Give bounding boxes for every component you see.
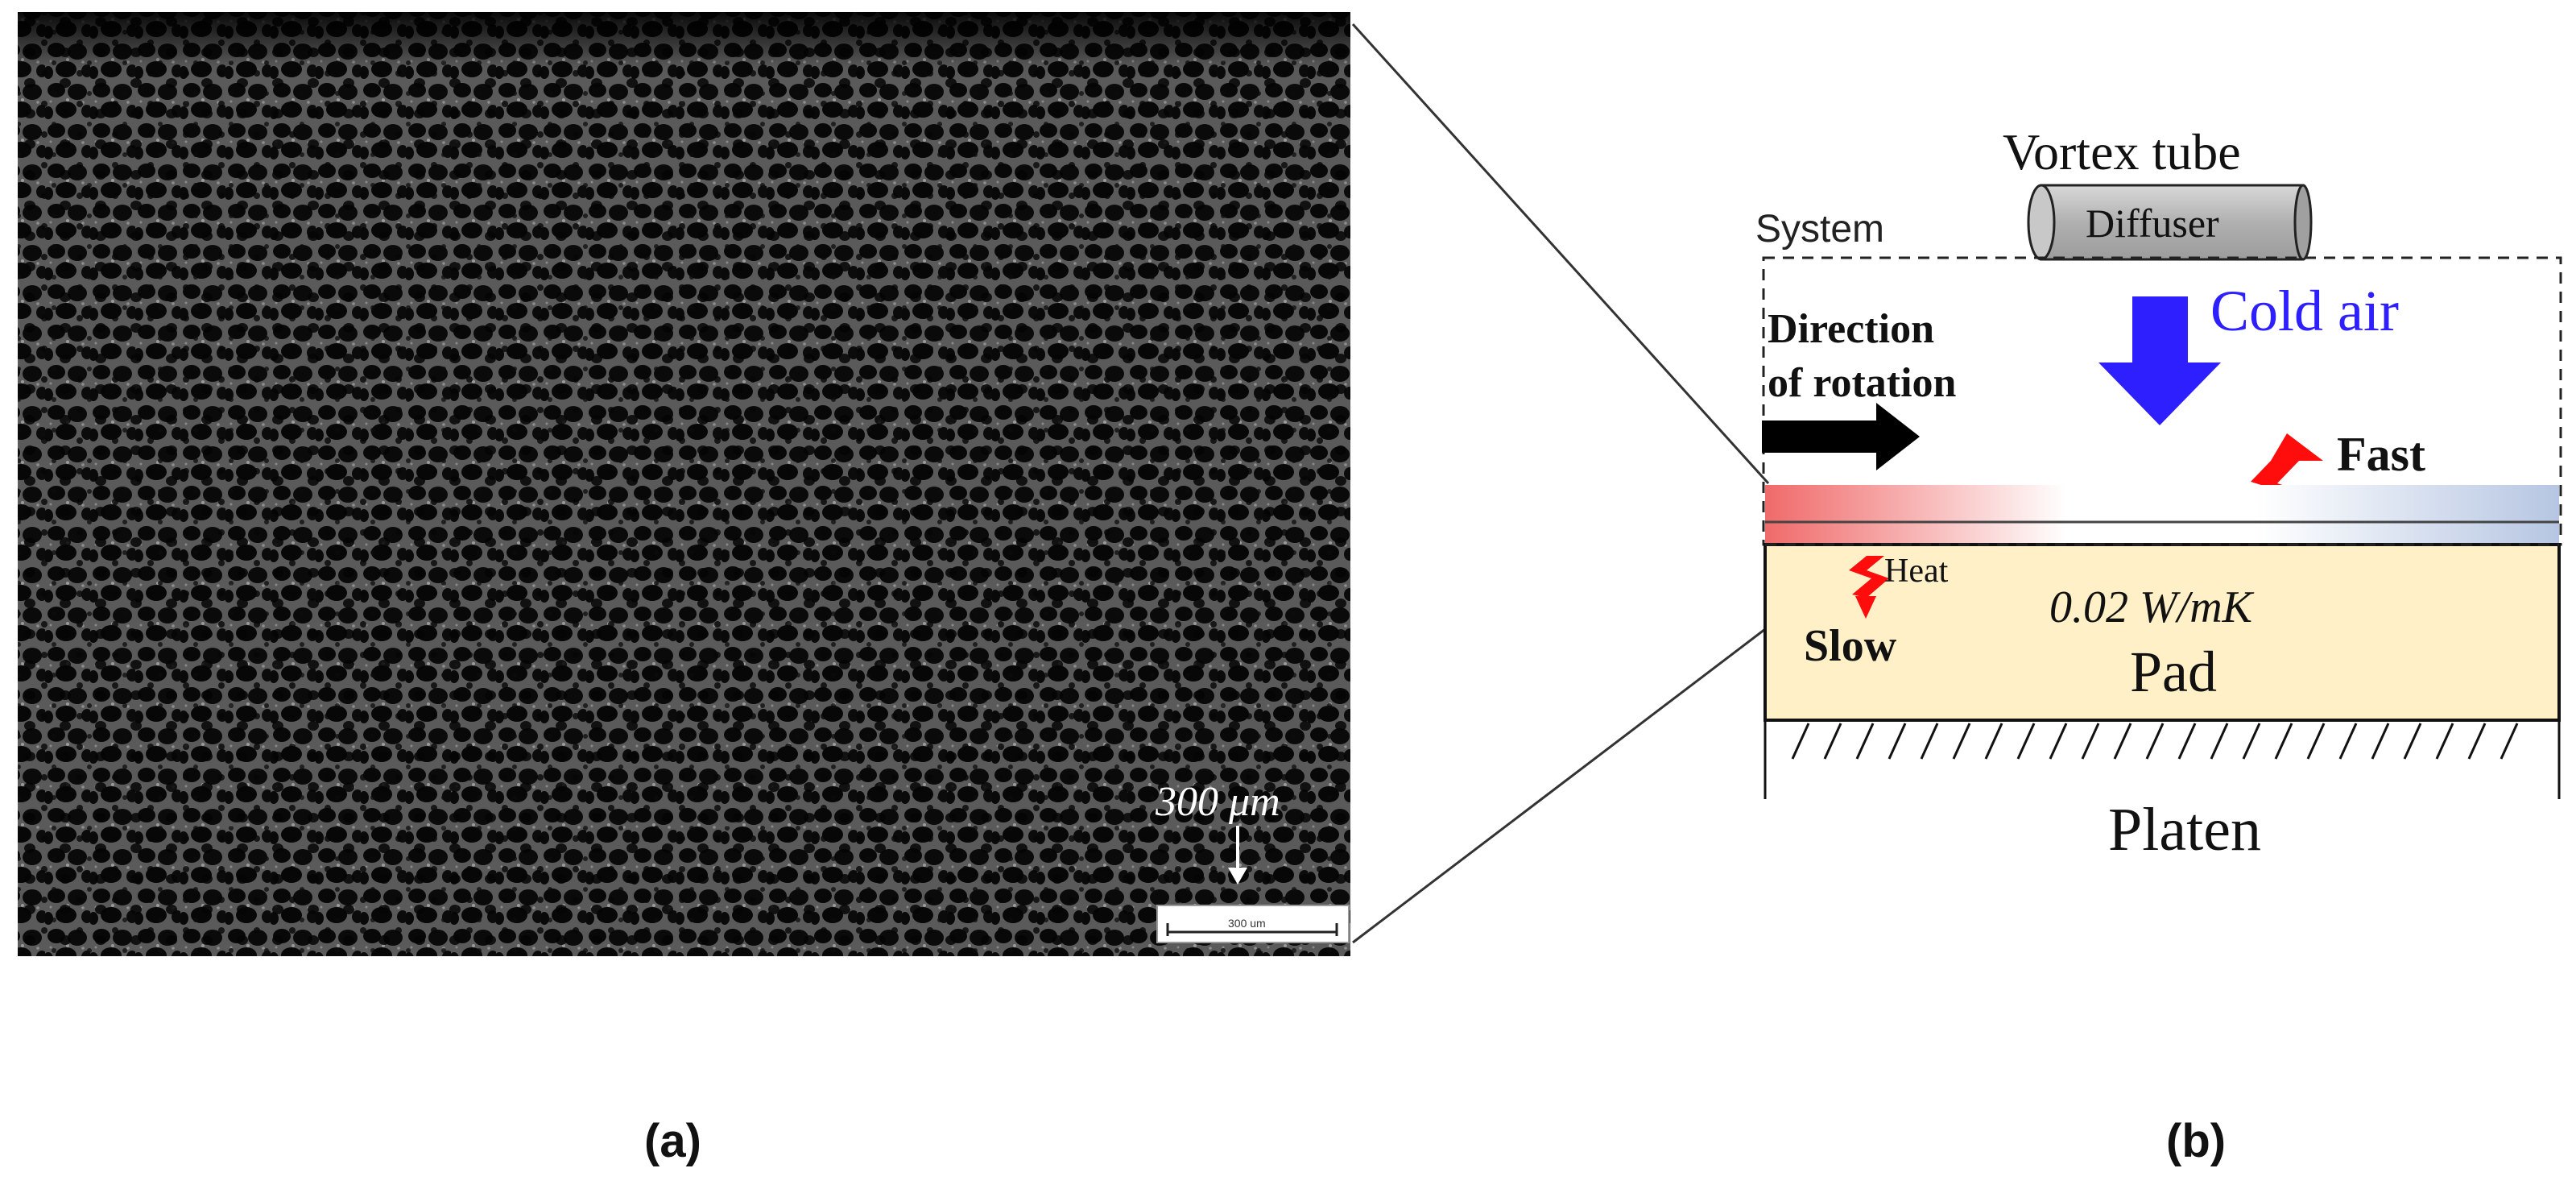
rotation-arrow-icon	[1762, 403, 1920, 470]
sem-micrograph-texture	[18, 12, 1350, 956]
direction-line1: Direction	[1768, 306, 1934, 352]
platen-hatch-icon	[1764, 720, 2561, 799]
caption-b: (b)	[2166, 1115, 2226, 1167]
platen-label: Platen	[2108, 796, 2261, 864]
hatch-line	[2049, 723, 2068, 760]
hatch-line	[2242, 723, 2261, 760]
hatch-line	[2371, 723, 2390, 760]
direction-line2: of rotation	[1768, 360, 1957, 406]
hatch-line	[2113, 723, 2132, 760]
panel-a: 300 μm 300 um (a)	[18, 12, 1350, 1167]
pad-block	[1764, 543, 2561, 722]
hatch-line	[1823, 723, 1842, 760]
hatch-line	[2274, 723, 2293, 760]
fast-label: Fast	[2337, 428, 2425, 481]
hatch-line	[1984, 723, 2003, 760]
hatch-line	[1920, 723, 1939, 760]
hatch-line	[1952, 723, 1971, 760]
cold-air-arrow-icon	[2098, 296, 2221, 425]
heat-label: Heat	[1884, 553, 1949, 590]
slow-label: Slow	[1804, 621, 1897, 671]
scale-label: 300 μm	[1155, 779, 1280, 825]
hatch-line	[2467, 723, 2487, 760]
hatch-line	[2210, 723, 2229, 760]
hatch-line	[2016, 723, 2036, 760]
scale-bar: 300 um	[1156, 905, 1350, 943]
hatch-line	[2435, 723, 2454, 760]
cold-air-label: Cold air	[2210, 279, 2399, 343]
sem-top-shadow	[18, 12, 1350, 68]
vortex-tube-label: Vortex tube	[2003, 123, 2241, 180]
slow-heat-icon	[1849, 556, 1889, 619]
hatch-line	[2177, 723, 2197, 760]
hatch-line	[1791, 723, 1810, 760]
diffuser-label: Diffuser	[2086, 201, 2219, 246]
zoom-lines	[1351, 23, 1770, 944]
scale-bar-text: 300 um	[1228, 917, 1266, 930]
hatch-line	[2081, 723, 2100, 760]
scale-arrow-icon	[1228, 826, 1247, 884]
hatch-line	[2500, 723, 2519, 760]
hatch-line	[2403, 723, 2422, 760]
hatch-line	[2306, 723, 2326, 760]
conductivity-label: 0.02 W/mK	[2049, 582, 2255, 632]
caption-a: (a)	[644, 1115, 701, 1167]
hatch-line	[1855, 723, 1875, 760]
hatch-line	[2338, 723, 2358, 760]
system-label: System	[1755, 208, 1884, 251]
slurry-film-layer	[1765, 485, 2559, 543]
hatch-line	[2145, 723, 2165, 760]
panel-b: Vortex tube Diffuser System Cold air Dir…	[1755, 123, 2562, 1167]
hatch-line	[1888, 723, 1907, 760]
diffuser-cylinder-icon	[2027, 184, 2313, 261]
pad-label: Pad	[2130, 640, 2217, 704]
